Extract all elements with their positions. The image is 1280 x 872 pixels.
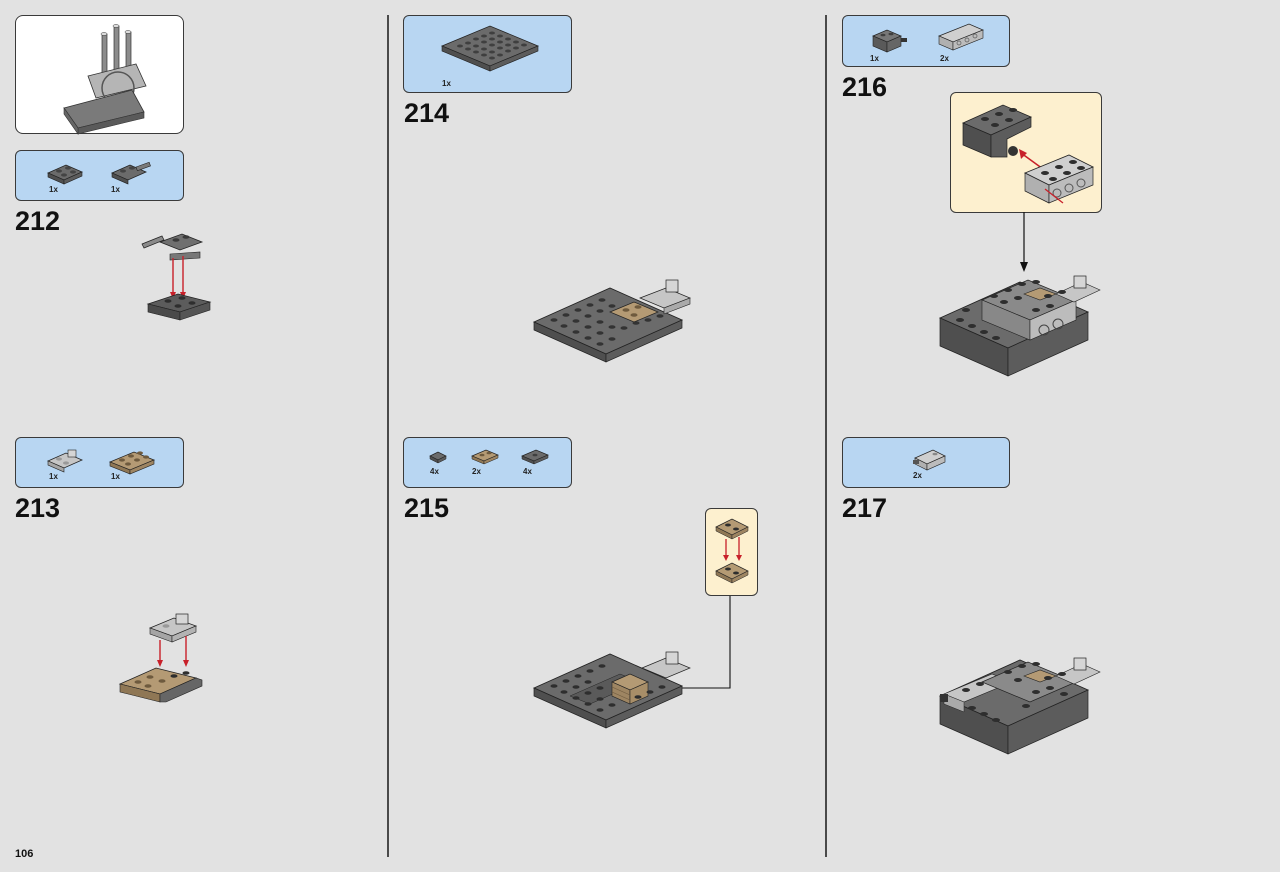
light-slope-brick-icon <box>913 449 946 471</box>
subassembly-illustration <box>715 518 749 584</box>
model-preview-box <box>15 15 184 135</box>
parts-callout-215: 4x 2x 4x <box>403 437 572 488</box>
part-qty: 2x <box>913 471 922 480</box>
parts-callout-216: 1x 2x <box>842 15 1010 67</box>
parts-callout-214: 1x <box>403 15 572 93</box>
dark-tile-1x1-icon <box>429 451 447 464</box>
step-number: 215 <box>404 493 450 523</box>
model-preview-illustration <box>63 24 147 135</box>
part-qty: 2x <box>472 467 481 476</box>
bar-holder-plate-icon <box>111 161 151 185</box>
step-212-illustration <box>141 233 212 321</box>
light-clip-plate-icon <box>47 449 83 473</box>
column-divider-left <box>387 15 389 857</box>
part-qty: 2x <box>940 54 949 63</box>
step-214-illustration <box>532 279 691 363</box>
subassembly-illustration <box>962 104 1094 204</box>
dark-plate-1x2-icon <box>521 449 549 465</box>
part-qty: 1x <box>111 472 120 481</box>
tan-plate-2x3-icon <box>108 451 156 475</box>
subassembly-box-215 <box>705 508 758 596</box>
parts-callout-217: 2x <box>842 437 1010 488</box>
part-qty: 1x <box>49 472 58 481</box>
part-qty: 4x <box>430 467 439 476</box>
light-technic-brick-1x4-icon <box>938 23 984 51</box>
part-qty: 1x <box>442 79 451 88</box>
step-215-illustration <box>532 596 731 729</box>
tan-plate-1x2-icon <box>471 449 499 465</box>
technic-brick-pin-icon <box>872 29 907 53</box>
step-number: 216 <box>842 72 888 102</box>
step-number: 212 <box>15 206 61 236</box>
step-number: 214 <box>404 98 450 128</box>
subassembly-box-216 <box>950 92 1102 213</box>
column-divider-right <box>825 15 827 857</box>
dark-plate-2x2-icon <box>47 164 83 185</box>
step-213-illustration <box>118 613 203 703</box>
parts-callout-212: 1x 1x <box>15 150 184 201</box>
part-qty: 4x <box>523 467 532 476</box>
step-217-illustration <box>938 657 1101 755</box>
step-number: 217 <box>842 493 888 523</box>
part-qty: 1x <box>111 185 120 194</box>
dark-plate-6x6-icon <box>440 25 540 72</box>
part-qty: 1x <box>870 54 879 63</box>
page-number: 106 <box>15 848 34 860</box>
step-number: 213 <box>15 493 61 523</box>
step-216-illustration <box>938 212 1101 377</box>
part-qty: 1x <box>49 185 58 194</box>
parts-callout-213: 1x 1x <box>15 437 184 488</box>
